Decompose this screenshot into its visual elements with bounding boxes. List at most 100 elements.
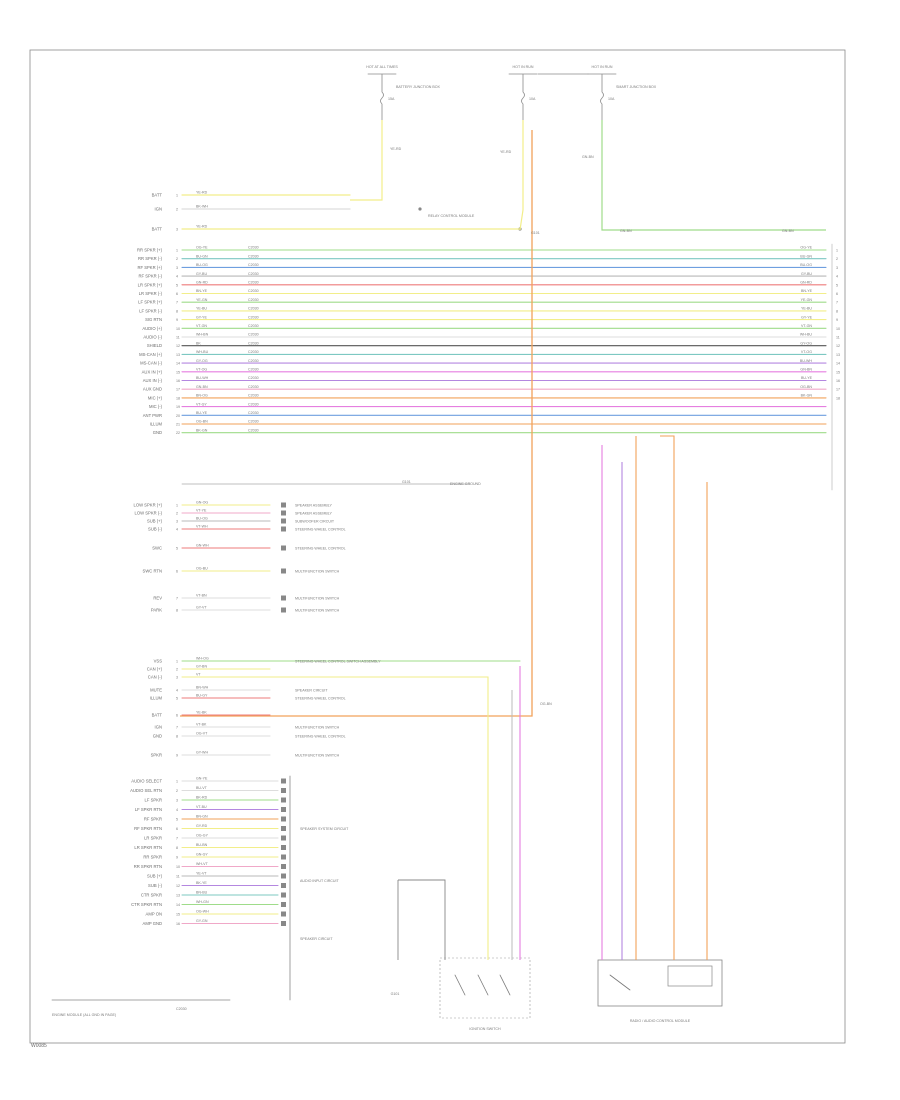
terminal-block: [281, 778, 286, 784]
lower-pin-label: GND: [153, 734, 162, 739]
right-pin-number: 7: [836, 301, 838, 305]
connector-id: C2030: [248, 359, 259, 363]
right-wire-code: GY-YE: [801, 315, 812, 319]
wire-code: GN-RD: [196, 281, 208, 285]
pin-label: RR SPKR (-): [138, 256, 163, 261]
switch-contact: [499, 974, 511, 996]
pin-number: 2: [176, 512, 178, 516]
terminal-block: [281, 854, 286, 860]
pin-number: 1: [176, 660, 178, 664]
mid-pin-label: SWC RTN: [143, 569, 162, 574]
module-label: RADIO / AUDIO CONTROL MODULE: [630, 1019, 691, 1023]
terminal-block: [281, 807, 286, 812]
pin-number: 5: [176, 818, 178, 822]
lower-pin-label: MUTE: [150, 688, 162, 693]
wire-code: YE-GN: [196, 298, 208, 302]
wire-code: OG-GY: [196, 834, 209, 838]
wire-code: GN-BN: [582, 155, 594, 159]
wire-code: BU-OG: [196, 263, 208, 267]
connector-id: C2030: [248, 272, 259, 276]
right-pin-number: 10: [836, 327, 840, 331]
right-wire-code: GN-RD: [800, 281, 812, 285]
connector-id: C2030: [248, 402, 259, 406]
trunk-label: OG-BN: [540, 702, 552, 706]
pin-number: 14: [176, 903, 180, 907]
right-pin-number: 4: [836, 275, 838, 279]
top-wire-label: BATT: [152, 193, 163, 198]
wire-code: VT-BU: [196, 805, 207, 809]
bottom-pin-label: AMP ON: [146, 912, 162, 917]
pin-number: 13: [176, 353, 180, 357]
right-wire-code: GY-OG: [800, 341, 812, 345]
pin-number: 5: [176, 547, 178, 551]
right-pin-number: 13: [836, 353, 840, 357]
mid-destination: STEERING WHEEL CONTROL: [295, 547, 346, 551]
lower-destination: STEERING WHEEL CONTROL: [295, 697, 346, 701]
terminal-block: [281, 816, 286, 822]
wire-code: GN-BN: [196, 385, 208, 389]
pin-number: 2: [176, 208, 178, 212]
static-layer: [51, 73, 833, 1019]
wire-code: YE-RD: [500, 150, 512, 154]
connector-id: C2030: [248, 428, 259, 432]
connector-id: C2030: [248, 263, 259, 267]
fuse-title: HOT AT ALL TIMES: [366, 65, 398, 69]
right-wire-code: BN-YE: [801, 289, 813, 293]
connector-id: C2030: [248, 254, 259, 258]
relay-label: RELAY CONTROL MODULE: [428, 214, 475, 218]
wire-code: WH-VT: [196, 862, 209, 866]
mid-destination: SPEAKER ASSEMBLY: [295, 512, 332, 516]
wire-code: BN-BU: [196, 891, 208, 895]
pin-number: 2: [176, 789, 178, 793]
pin-label: RF SPKR (+): [137, 265, 162, 270]
figure-id: W0085: [31, 1043, 47, 1049]
lower-pin-label: SPKR: [151, 753, 162, 758]
mid-destination: SPEAKER ASSEMBLY: [295, 504, 332, 508]
mid-destination: MULTIFUNCTION SWITCH: [295, 597, 340, 601]
pin-number: 9: [176, 754, 178, 758]
wire-code: GN-GY: [196, 853, 208, 857]
wire-code: BK-GN: [196, 428, 208, 432]
bottom-pin-label: LF SPKR: [145, 798, 162, 803]
pin-number: 7: [176, 837, 178, 841]
wire-code: GN-BN: [620, 229, 632, 233]
bottom-pin-label: CTR SPKR RTN: [131, 902, 162, 907]
pin-number: 8: [176, 309, 178, 313]
wire-code: OG-BU: [196, 567, 208, 571]
terminal-block: [281, 826, 286, 831]
connector-id: C2030: [248, 394, 259, 398]
lower-pin-label: IGN: [155, 725, 162, 730]
lower-pin-label: BATT: [152, 713, 163, 718]
wire-code: BN-OG: [196, 394, 208, 398]
orange-drop-2: [660, 435, 675, 960]
connector-id: C2030: [248, 324, 259, 328]
wire-code: GN-WH: [196, 544, 209, 548]
pin-label: MS-CAN (+): [139, 352, 163, 357]
connector-id: C2030: [248, 368, 259, 372]
right-pin-number: 1: [836, 249, 838, 253]
mid-destination: MULTIFUNCTION SWITCH: [295, 609, 340, 613]
pin-number: 1: [176, 780, 178, 784]
right-pin-number: 9: [836, 318, 838, 322]
wire-code: GN-BN: [782, 229, 794, 233]
bottom-pin-label: AUDIO SELECT: [131, 779, 162, 784]
wire-code: YE-VT: [196, 872, 207, 876]
mid-destination: MULTIFUNCTION SWITCH: [295, 570, 340, 574]
wire-code: WH-BU: [196, 350, 209, 354]
connector-id: C2030: [248, 420, 259, 424]
right-wire-code: BK-GN: [801, 394, 813, 398]
group-label: SPEAKER CIRCUIT: [300, 937, 333, 941]
fuse-rating: 15A: [388, 97, 395, 101]
switch-lead: [398, 879, 446, 960]
pin-number: 6: [176, 827, 178, 831]
mid-pin-label: PARK: [151, 608, 162, 613]
pin-label: LF SPKR (-): [139, 308, 162, 313]
wire-code: WH-BN: [196, 333, 209, 337]
pin-number: 3: [176, 799, 178, 803]
wire-code: BK-YE: [196, 881, 207, 885]
pin-number: 9: [176, 856, 178, 860]
right-pin-number: 15: [836, 370, 840, 374]
terminal-block: [281, 518, 286, 524]
pin-number: 8: [176, 609, 178, 613]
